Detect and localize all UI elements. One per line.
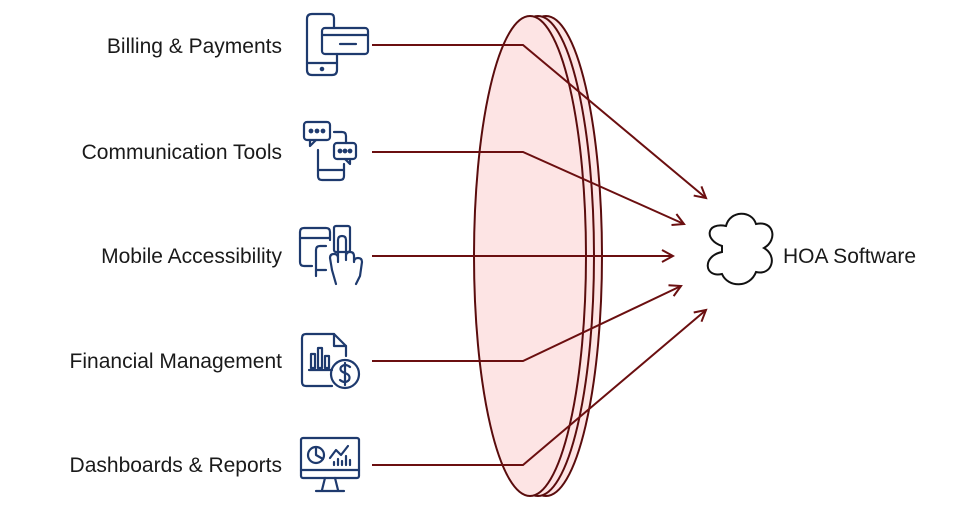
arrow-billing xyxy=(372,44,706,198)
feature-label-communication: Communication Tools xyxy=(81,141,282,164)
arrow-financial xyxy=(372,286,681,362)
touch-devices-icon xyxy=(298,224,364,286)
feature-label-dashboards: Dashboards & Reports xyxy=(69,454,282,477)
dashboard-monitor-icon xyxy=(299,436,361,493)
target-label: HOA Software xyxy=(783,245,917,268)
arrows xyxy=(372,44,706,466)
feature-label-financial: Financial Management xyxy=(69,350,282,373)
feature-label-billing: Billing & Payments xyxy=(106,35,282,58)
arrow-dashboards xyxy=(372,310,706,466)
finance-document-icon xyxy=(300,332,361,390)
cloud-icon xyxy=(706,212,774,286)
mobile-payment-icon xyxy=(305,12,370,77)
arrow-communication xyxy=(372,151,684,224)
feature-label-mobile: Mobile Accessibility xyxy=(101,245,282,268)
chat-phone-icon xyxy=(302,120,358,182)
